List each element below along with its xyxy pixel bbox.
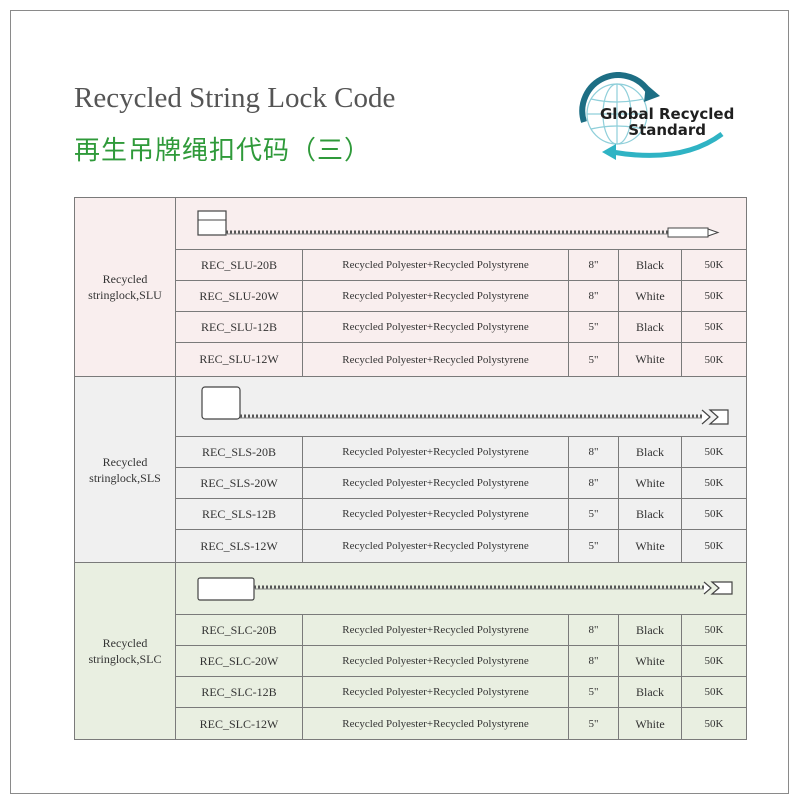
table-row: REC_SLS-20W Recycled Polyester+Recycled … bbox=[176, 468, 746, 499]
stringlock-illustration bbox=[176, 198, 746, 250]
section-label-line1: Recycled bbox=[102, 454, 148, 469]
cell-material: Recycled Polyester+Recycled Polystyrene bbox=[303, 530, 569, 562]
table-row: REC_SLC-12W Recycled Polyester+Recycled … bbox=[176, 708, 746, 740]
cell-length: 8" bbox=[569, 250, 619, 280]
cell-material: Recycled Polyester+Recycled Polystyrene bbox=[303, 615, 569, 645]
cell-qty: 50K bbox=[704, 353, 724, 366]
recycle-globe-icon bbox=[579, 72, 724, 160]
logo-line-2: Standard bbox=[628, 121, 707, 139]
cell-length: 5" bbox=[569, 677, 619, 707]
table-row: REC_SLS-20B Recycled Polyester+Recycled … bbox=[176, 437, 746, 468]
section-label-line1: Recycled bbox=[102, 636, 148, 650]
page-frame bbox=[10, 10, 789, 794]
table-row: REC_SLU-12W Recycled Polyester+Recycled … bbox=[176, 343, 746, 376]
cell-qty: 50K bbox=[704, 624, 724, 636]
table-row: REC_SLC-20W Recycled Polyester+Recycled … bbox=[176, 646, 746, 677]
cell-color: Black bbox=[619, 437, 682, 467]
cell-color: Black bbox=[619, 677, 682, 707]
stringlock-illustration bbox=[176, 563, 746, 615]
cell-length: 8" bbox=[569, 437, 619, 467]
product-table: Recycled stringlock,SLU REC_SLU-20B Recy… bbox=[74, 197, 747, 740]
cell-color: White bbox=[619, 281, 682, 311]
cell-length: 5" bbox=[569, 708, 619, 740]
section-label: Recycled stringlock,SLU bbox=[75, 198, 176, 376]
cell-color: White bbox=[619, 708, 682, 740]
page-title-chinese: 再生吊牌绳扣代码（三） bbox=[74, 136, 372, 166]
cell-code: REC_SLS-20B bbox=[176, 437, 303, 467]
cell-code: REC_SLU-20W bbox=[176, 281, 303, 311]
section-label-line2: stringlock,SLC bbox=[88, 652, 162, 666]
section-label-line2: stringlock,SLS bbox=[89, 470, 161, 485]
cell-length: 8" bbox=[569, 615, 619, 645]
cell-code: REC_SLS-20W bbox=[176, 468, 303, 498]
cell-code: REC_SLS-12B bbox=[176, 499, 303, 529]
string-lock-slu-icon bbox=[197, 210, 720, 238]
cell-color: White bbox=[619, 646, 682, 676]
cell-code: REC_SLC-20W bbox=[176, 646, 303, 676]
section-sls: Recycled stringlock,SLS REC_SLS-20B Recy… bbox=[75, 376, 746, 562]
table-row: REC_SLS-12B Recycled Polyester+Recycled … bbox=[176, 499, 746, 530]
table-row: REC_SLU-20W Recycled Polyester+Recycled … bbox=[176, 281, 746, 312]
cell-code: REC_SLU-12B bbox=[176, 312, 303, 342]
cell-qty: 50K bbox=[704, 477, 724, 489]
section-label: Recycled stringlock,SLC bbox=[75, 563, 176, 739]
section-label-line1: Recycled bbox=[102, 272, 148, 286]
section-slc: Recycled stringlock,SLC REC_SLC-20B Recy… bbox=[75, 562, 746, 740]
section-slu: Recycled stringlock,SLU REC_SLU-20B Recy… bbox=[75, 198, 746, 376]
cell-color: White bbox=[619, 530, 682, 562]
cell-material: Recycled Polyester+Recycled Polystyrene bbox=[303, 499, 569, 529]
cell-qty: 50K bbox=[704, 321, 724, 333]
cell-qty: 50K bbox=[704, 446, 724, 458]
cell-qty: 50K bbox=[704, 686, 724, 698]
logo-line-1: Global Recycled bbox=[600, 105, 735, 123]
cell-color: Black bbox=[619, 312, 682, 342]
cell-code: REC_SLS-12W bbox=[176, 530, 303, 562]
string-lock-slc-icon bbox=[197, 577, 733, 601]
section-label: Recycled stringlock,SLS bbox=[75, 377, 176, 562]
logo-text: Global Recycled Standard bbox=[600, 106, 734, 138]
cell-code: REC_SLC-12B bbox=[176, 677, 303, 707]
cell-length: 8" bbox=[569, 281, 619, 311]
cell-length: 5" bbox=[569, 499, 619, 529]
cell-length: 8" bbox=[569, 646, 619, 676]
table-row: REC_SLC-20B Recycled Polyester+Recycled … bbox=[176, 615, 746, 646]
cell-qty: 50K bbox=[704, 718, 724, 730]
cell-color: Black bbox=[619, 615, 682, 645]
cell-color: Black bbox=[619, 499, 682, 529]
cell-color: Black bbox=[619, 250, 682, 280]
table-row: REC_SLS-12W Recycled Polyester+Recycled … bbox=[176, 530, 746, 562]
table-row: REC_SLC-12B Recycled Polyester+Recycled … bbox=[176, 677, 746, 708]
cell-material: Recycled Polyester+Recycled Polystyrene bbox=[303, 250, 569, 280]
cell-material: Recycled Polyester+Recycled Polystyrene bbox=[303, 281, 569, 311]
page-title: Recycled String Lock Code bbox=[74, 82, 396, 114]
cell-material: Recycled Polyester+Recycled Polystyrene bbox=[303, 468, 569, 498]
section-label-line2: stringlock,SLU bbox=[88, 288, 162, 302]
cell-qty: 50K bbox=[704, 290, 724, 302]
cell-qty: 50K bbox=[704, 655, 724, 667]
cell-qty: 50K bbox=[704, 508, 724, 520]
cell-color: White bbox=[619, 343, 682, 376]
cell-length: 5" bbox=[569, 343, 619, 376]
cell-color: White bbox=[619, 468, 682, 498]
stringlock-illustration bbox=[176, 377, 746, 437]
table-row: REC_SLU-12B Recycled Polyester+Recycled … bbox=[176, 312, 746, 343]
cell-qty: 50K bbox=[704, 540, 724, 552]
cell-material: Recycled Polyester+Recycled Polystyrene bbox=[303, 437, 569, 467]
cell-code: REC_SLC-12W bbox=[176, 708, 303, 740]
string-lock-sls-icon bbox=[201, 386, 729, 425]
cell-length: 5" bbox=[569, 312, 619, 342]
global-recycled-standard-logo: Global Recycled Standard bbox=[572, 72, 742, 162]
cell-material: Recycled Polyester+Recycled Polystyrene bbox=[303, 312, 569, 342]
cell-code: REC_SLC-20B bbox=[176, 615, 303, 645]
cell-code: REC_SLU-20B bbox=[176, 250, 303, 280]
cell-code: REC_SLU-12W bbox=[176, 343, 303, 376]
cell-material: Recycled Polyester+Recycled Polystyrene bbox=[303, 343, 569, 376]
cell-material: Recycled Polyester+Recycled Polystyrene bbox=[303, 646, 569, 676]
cell-length: 5" bbox=[569, 530, 619, 562]
table-row: REC_SLU-20B Recycled Polyester+Recycled … bbox=[176, 250, 746, 281]
cell-length: 8" bbox=[569, 468, 619, 498]
cell-qty: 50K bbox=[704, 259, 724, 271]
cell-material: Recycled Polyester+Recycled Polystyrene bbox=[303, 708, 569, 740]
cell-material: Recycled Polyester+Recycled Polystyrene bbox=[303, 677, 569, 707]
